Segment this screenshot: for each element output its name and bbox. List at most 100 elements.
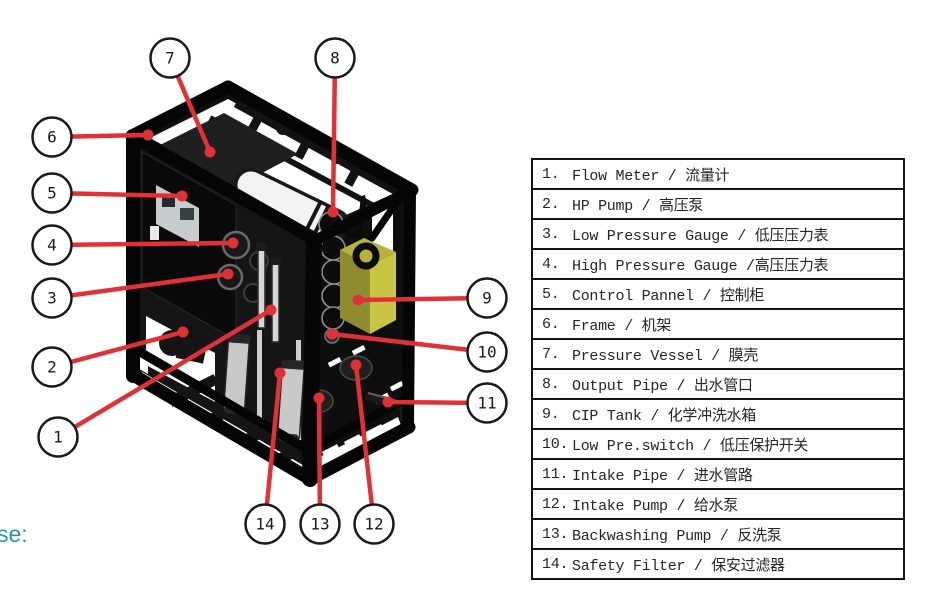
callout-number: 5	[47, 184, 57, 203]
callout-high-pressure-gauge: 4	[31, 224, 239, 266]
row-label: Low Pre.switch / 低压保护开关	[572, 437, 809, 455]
callout-circle	[353, 503, 395, 545]
leader-line	[56, 308, 273, 439]
callout-number: 13	[310, 515, 329, 534]
leader-dot	[352, 294, 364, 306]
callout-circle	[466, 277, 508, 319]
partial-caption: se:	[0, 521, 28, 547]
table-row: 14.Safety Filter / 保安过滤器	[533, 548, 903, 578]
table-row: 6. Frame / 机架	[533, 308, 903, 338]
row-label: Control Pannel / 控制柜	[572, 287, 765, 305]
callout-number: 2	[47, 358, 57, 377]
callout-circle	[149, 37, 191, 79]
callout-cip-tank: 9	[352, 277, 508, 319]
table-row: 8.Output Pipe / 出水管口	[533, 368, 903, 398]
callout-safety-filter: 14	[244, 367, 286, 545]
leader-line	[262, 372, 283, 525]
callout-control-pannel: 5	[31, 172, 188, 214]
callout-number: 14	[255, 515, 274, 534]
row-number: 10.	[542, 435, 569, 453]
callout-circle	[31, 224, 73, 266]
row-number: 1.	[542, 165, 560, 183]
callout-output-pipe: 8	[314, 37, 356, 218]
parts-table: 1. Flow Meter / 流量计 2. HP Pump / 高压泵 3. Low P…	[531, 158, 905, 580]
callout-pressure-vessel: 7	[149, 37, 216, 158]
table-row: 10.Low Pre.switch / 低压保护开关	[533, 428, 903, 458]
callout-number: 4	[47, 236, 57, 255]
leader-dot	[313, 392, 325, 404]
leader-dot	[222, 268, 234, 280]
callout-frame: 6	[31, 116, 154, 158]
row-number: 6.	[542, 315, 560, 333]
leader-dot	[177, 326, 189, 338]
row-label: Pressure Vessel / 膜壳	[572, 347, 759, 365]
row-label: High Pressure Gauge /高压压力表	[572, 257, 829, 275]
row-number: 7.	[542, 345, 560, 363]
callout-circle	[314, 37, 356, 79]
cip-tank	[340, 194, 396, 334]
callout-low-pressure-gauge: 3	[31, 268, 234, 319]
table-row: 9.CIP Tank / 化学冲洗水箱	[533, 398, 903, 428]
callout-backwashing-pump: 13	[299, 392, 341, 545]
row-number: 9.	[542, 405, 560, 423]
table-row: 12.Intake Pump / 给水泵	[533, 488, 903, 518]
row-number: 5.	[542, 285, 560, 303]
leader-dot	[327, 206, 339, 218]
row-number: 3.	[542, 225, 560, 243]
callout-circle	[466, 382, 508, 424]
callout-circle	[37, 416, 79, 458]
callout-intake-pump: 12	[350, 359, 395, 545]
leader-dot	[176, 190, 188, 202]
leader-line	[51, 271, 229, 301]
callout-circle	[466, 331, 508, 373]
row-number: 11.	[542, 465, 569, 483]
control-panel	[141, 151, 237, 341]
leader-line	[353, 364, 377, 525]
row-number: 8.	[542, 375, 560, 393]
callout-number: 10	[477, 343, 496, 362]
leader-dot	[350, 359, 362, 371]
callout-number: 8	[330, 49, 340, 68]
callout-number: 12	[364, 515, 383, 534]
table-row: 1. Flow Meter / 流量计	[533, 160, 903, 188]
machine-illustration	[125, 80, 419, 487]
row-number: 13.	[542, 525, 569, 543]
table-row: 4. High Pressure Gauge /高压压力表	[533, 248, 903, 278]
callout-circle	[31, 277, 73, 319]
callout-flow-meter: 1	[37, 304, 277, 458]
row-number: 4.	[542, 255, 560, 273]
callout-circle	[244, 503, 286, 545]
parts-table-body: 1. Flow Meter / 流量计 2. HP Pump / 高压泵 3. Low P…	[533, 160, 903, 578]
leader-dot	[382, 396, 394, 408]
table-row: 13.Backwashing Pump / 反洗泵	[533, 518, 903, 548]
callout-number: 3	[47, 289, 57, 308]
callout-number: 9	[482, 289, 492, 308]
leader-line	[331, 331, 488, 355]
table-row: 11.Intake Pipe / 进水管路	[533, 458, 903, 488]
leader-dot	[204, 146, 216, 158]
leader-line	[330, 57, 338, 213]
leader-line	[51, 190, 183, 199]
table-row: 5. Control Pannel / 控制柜	[533, 278, 903, 308]
callout-hp-pump: 2	[31, 326, 189, 388]
leader-line	[316, 397, 323, 525]
row-number: 14.	[542, 555, 569, 573]
row-number: 2.	[542, 195, 560, 213]
row-label: Intake Pump / 给水泵	[572, 497, 738, 515]
leader-dot	[326, 328, 338, 340]
callout-number: 11	[477, 394, 496, 413]
table-row: 2. HP Pump / 高压泵	[533, 188, 903, 218]
row-label: Intake Pipe / 进水管路	[572, 467, 753, 485]
callout-circle	[31, 116, 73, 158]
row-label: Frame / 机架	[572, 317, 672, 335]
hose-coil	[318, 211, 347, 330]
callout-low-pre-switch: 10	[326, 328, 508, 373]
callout-number: 7	[165, 49, 175, 68]
leader-line	[51, 240, 234, 248]
row-label: Flow Meter / 流量计	[572, 167, 730, 185]
leader-line	[357, 295, 488, 303]
callout-circle	[31, 346, 73, 388]
row-label: HP Pump / 高压泵	[572, 197, 704, 215]
